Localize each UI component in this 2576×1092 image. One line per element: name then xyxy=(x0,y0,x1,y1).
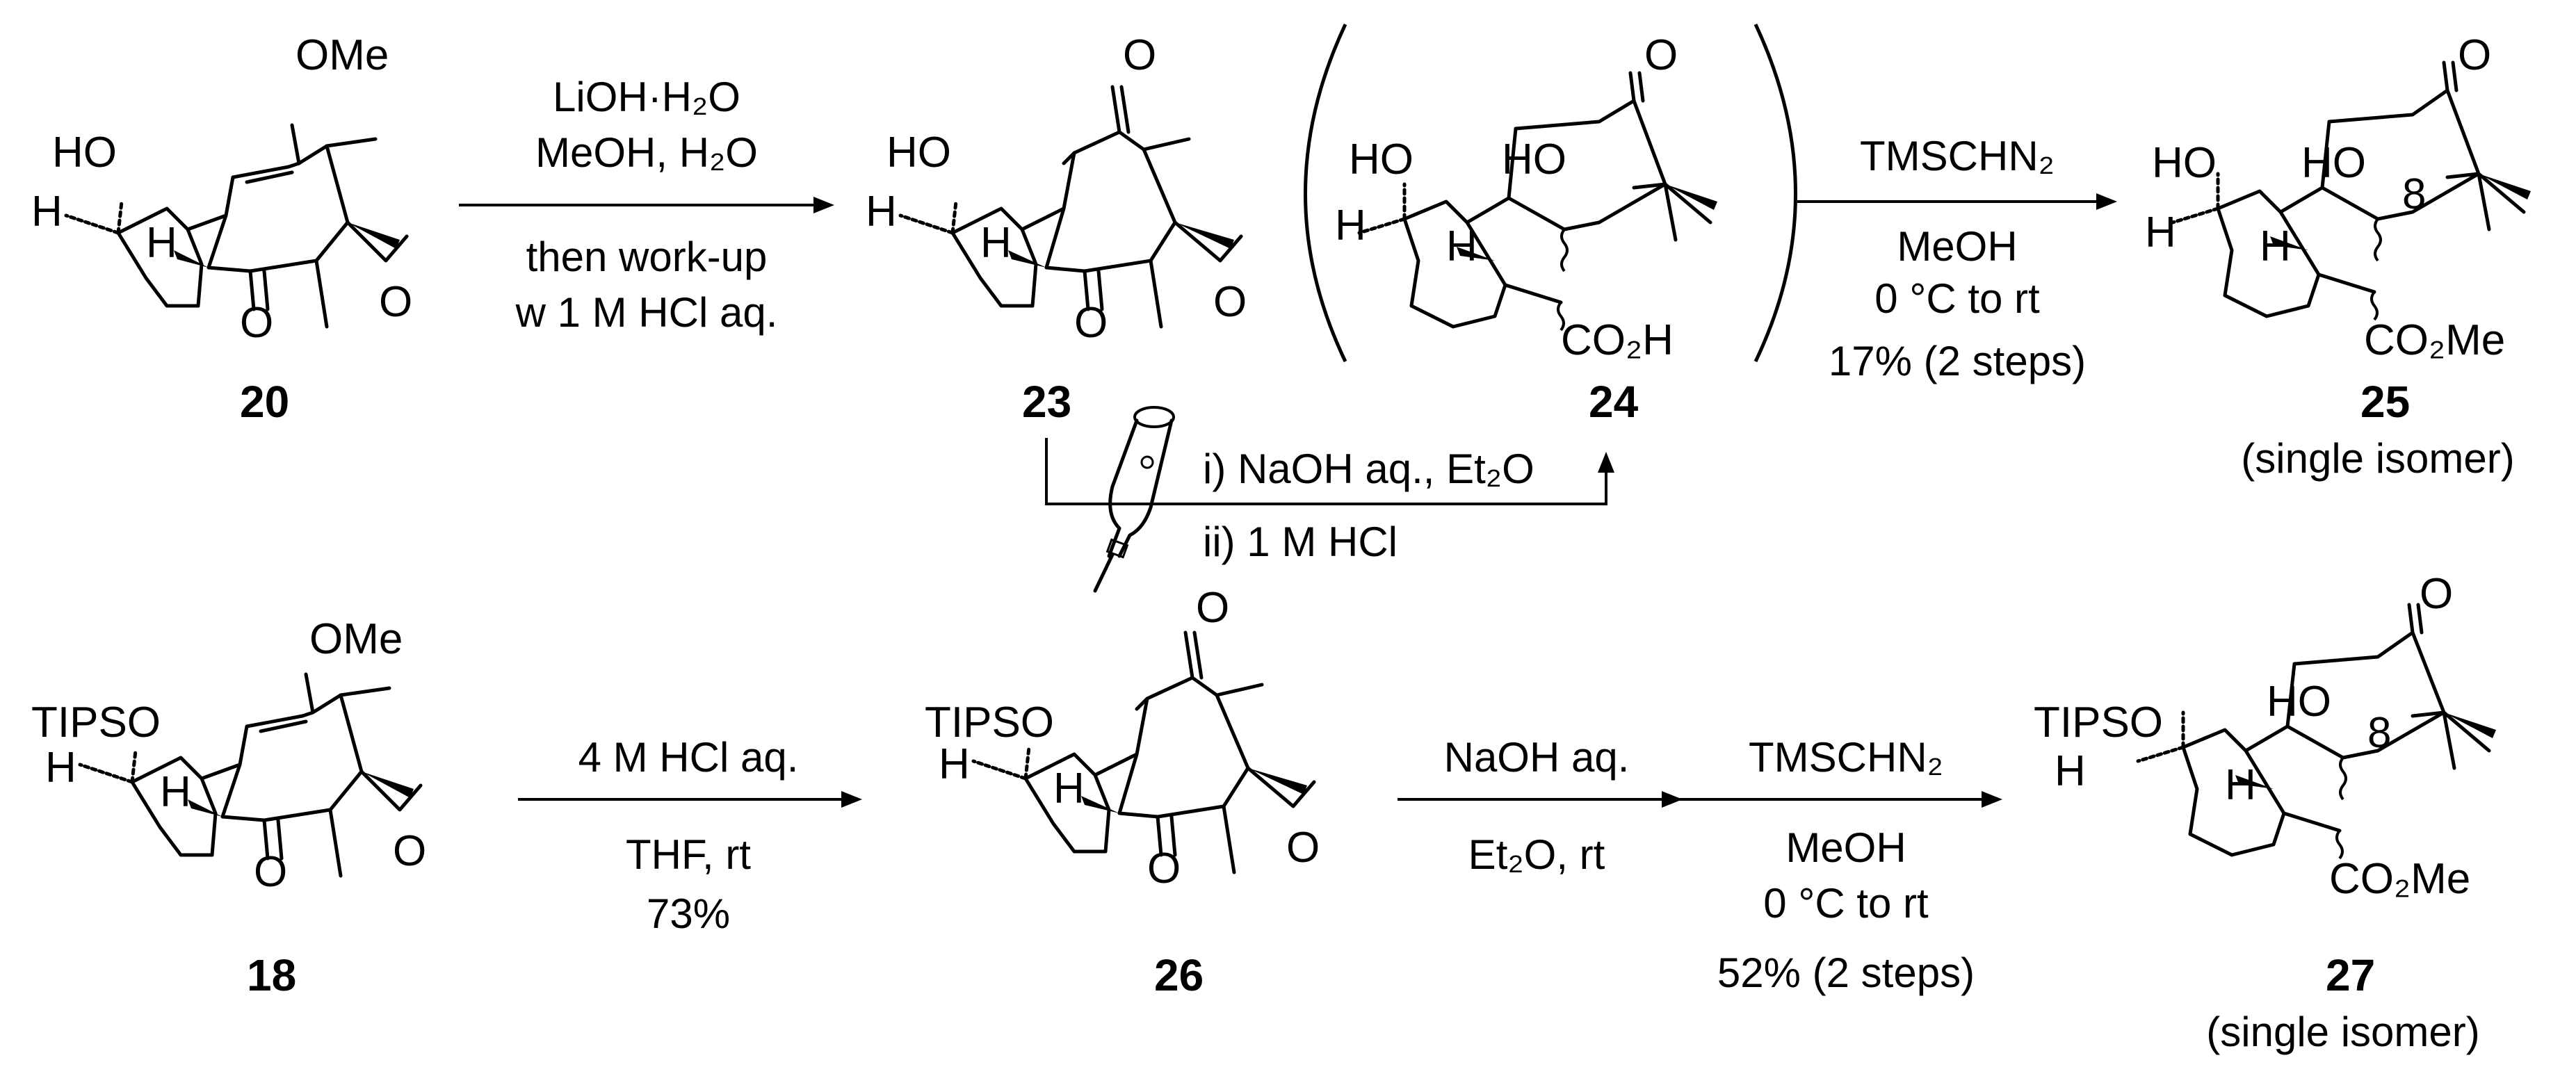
compound-24: O HO HO H H CO₂H 24 xyxy=(1335,31,1717,427)
label-ho-2: HO xyxy=(2267,678,2331,726)
compound-number-26: 26 xyxy=(1154,950,1204,1000)
r2-condition-2: 0 °C to rt xyxy=(1874,275,2040,322)
label-oxo-top: O xyxy=(1644,31,1678,79)
label-oxo-top: O xyxy=(1123,31,1156,79)
compound-number-25: 25 xyxy=(2360,377,2410,427)
reaction-arrow-4: 4 M HCl aq. THF, rt 73% xyxy=(518,734,862,937)
r5-condition-1: Et₂O, rt xyxy=(1468,831,1605,878)
r6-yield: 52% (2 steps) xyxy=(1717,950,1975,996)
compound-27: O TIPSO HO 8 H H CO₂Me 27 (single isomer… xyxy=(2034,570,2496,1055)
reaction-arrow-2: TMSCHN₂ MeOH 0 °C to rt 17% (2 steps) xyxy=(1797,133,2117,384)
label-ome: OMe xyxy=(295,31,389,79)
label-h-ring: H xyxy=(1335,202,1366,250)
label-h-junction: H xyxy=(146,219,177,267)
single-isomer-note: (single isomer) xyxy=(2241,435,2514,482)
label-tipso: TIPSO xyxy=(925,699,1054,747)
label-oxo-2: O xyxy=(1286,824,1320,872)
r1-condition-2: w 1 M HCl aq. xyxy=(515,289,778,336)
label-ho: HO xyxy=(886,129,951,177)
r6-condition-2: 0 °C to rt xyxy=(1763,880,1929,927)
label-oxo-top: O xyxy=(2458,31,2491,79)
r3-reagent-2: ii) 1 M HCl xyxy=(1203,519,1398,565)
label-co2h: CO₂H xyxy=(1561,316,1674,364)
label-ho: HO xyxy=(2152,139,2217,187)
label-h-junction: H xyxy=(1053,765,1085,813)
label-oxo-1: O xyxy=(1147,845,1181,893)
reaction-arrow-1: LiOH·H₂O MeOH, H₂O then work-up w 1 M HC… xyxy=(459,74,834,336)
label-ho-2: HO xyxy=(1502,136,1566,184)
r1-reagent-1: LiOH·H₂O xyxy=(553,74,740,120)
compound-23: O HO H H O O 23 xyxy=(866,31,1247,427)
extraction-step: i) NaOH aq., Et₂O ii) 1 M HCl xyxy=(1045,406,1614,593)
label-tipso: TIPSO xyxy=(31,699,161,747)
label-oxo-2: O xyxy=(1213,278,1247,326)
label-c8: 8 xyxy=(2367,709,2391,757)
label-h-junction: H xyxy=(160,768,191,816)
label-oxo-1: O xyxy=(240,299,273,347)
label-ho: HO xyxy=(1349,136,1413,184)
r5-reagent-1: NaOH aq. xyxy=(1444,734,1630,781)
compound-number-20: 20 xyxy=(240,377,289,427)
r6-reagent-1: TMSCHN₂ xyxy=(1749,734,1943,781)
r3-reagent-1: i) NaOH aq., Et₂O xyxy=(1203,446,1534,492)
label-tipso: TIPSO xyxy=(2034,699,2163,747)
label-c8: 8 xyxy=(2402,170,2426,218)
label-oxo-1: O xyxy=(254,848,287,896)
label-co2me: CO₂Me xyxy=(2329,855,2470,903)
label-ho: HO xyxy=(52,129,117,177)
label-ome: OMe xyxy=(309,615,403,663)
single-isomer-note: (single isomer) xyxy=(2206,1009,2479,1055)
r4-condition-1: THF, rt xyxy=(626,831,751,878)
label-oxo-top: O xyxy=(1196,584,1229,632)
label-oxo-top: O xyxy=(2420,570,2453,618)
label-h-junction: H xyxy=(2225,761,2256,809)
r2-yield: 17% (2 steps) xyxy=(1829,338,2086,384)
compound-20: OMe HO H H O O 20 xyxy=(31,31,412,427)
r2-condition-1: MeOH xyxy=(1897,223,2017,270)
r1-reagent-2: MeOH, H₂O xyxy=(535,129,758,176)
label-co2me: CO₂Me xyxy=(2364,316,2505,364)
label-oxo-1: O xyxy=(1074,299,1108,347)
compound-number-23: 23 xyxy=(1022,377,1071,427)
r6-condition-1: MeOH xyxy=(1785,824,1906,871)
r2-reagent-1: TMSCHN₂ xyxy=(1860,133,2055,179)
r1-condition-1: then work-up xyxy=(526,234,768,280)
label-h-ring: H xyxy=(2145,209,2176,256)
compound-number-27: 27 xyxy=(2326,950,2375,1000)
label-h-ring: H xyxy=(866,188,897,236)
label-h-ring: H xyxy=(45,744,76,792)
label-oxo-2: O xyxy=(393,827,426,875)
label-h-junction: H xyxy=(1446,222,1477,270)
r4-reagent-1: 4 M HCl aq. xyxy=(578,734,799,781)
separatory-funnel-icon xyxy=(1093,406,1175,593)
compound-26: O TIPSO H H O O 26 xyxy=(925,584,1320,1000)
reaction-arrow-5-6: NaOH aq. Et₂O, rt TMSCHN₂ MeOH 0 °C to r… xyxy=(1398,734,2002,996)
left-parenthesis xyxy=(1304,23,1347,363)
compound-number-18: 18 xyxy=(247,950,296,1000)
label-h-ring: H xyxy=(2055,747,2086,795)
right-parenthesis xyxy=(1753,23,1797,363)
compound-18: OMe TIPSO H H O O 18 xyxy=(31,615,426,1000)
label-oxo-2: O xyxy=(379,278,412,326)
compound-number-24: 24 xyxy=(1589,377,1639,427)
label-h-junction: H xyxy=(2260,222,2291,270)
label-h-junction: H xyxy=(980,219,1012,267)
label-h-ring: H xyxy=(939,740,970,788)
label-ho-2: HO xyxy=(2301,139,2366,187)
label-h-ring: H xyxy=(31,188,63,236)
compound-25: O HO HO 8 H H CO₂Me 25 (single isomer) xyxy=(2145,31,2531,482)
r4-yield: 73% xyxy=(647,890,730,937)
